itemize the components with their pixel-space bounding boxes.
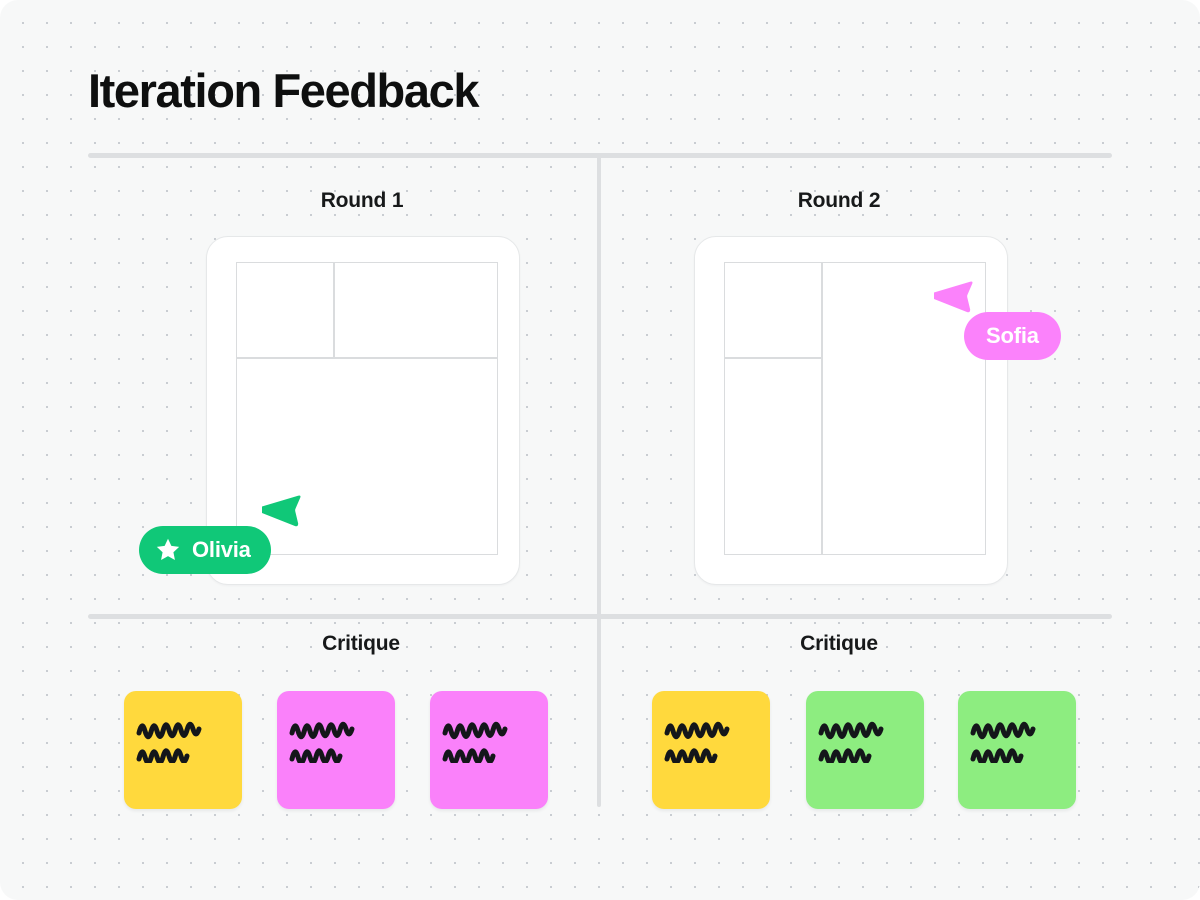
wireframe-divider-horizontal	[237, 357, 497, 359]
cursor-pointer-sofia	[934, 275, 980, 321]
star-icon	[155, 537, 181, 563]
wireframe-divider-vertical	[333, 263, 335, 357]
sticky-note[interactable]	[806, 691, 924, 809]
column-heading-critique-2: Critique	[800, 632, 878, 655]
scribble-text-icon	[136, 711, 222, 763]
cursor-pointer-olivia	[262, 489, 308, 535]
divider-vertical	[597, 155, 601, 807]
sticky-note[interactable]	[652, 691, 770, 809]
page-title: Iteration Feedback	[88, 64, 479, 117]
wireframe-divider-horizontal	[725, 357, 821, 359]
cursor-label-text: Olivia	[192, 537, 251, 562]
column-heading-critique-1: Critique	[322, 632, 400, 655]
cursor-label-text: Sofia	[986, 323, 1039, 348]
wireframe-frame	[724, 262, 986, 555]
scribble-text-icon	[664, 711, 750, 763]
divider-middle	[88, 614, 1112, 619]
scribble-text-icon	[818, 711, 904, 763]
column-heading-round-1: Round 1	[320, 189, 404, 212]
wireframe-divider-vertical	[821, 263, 823, 554]
sticky-note[interactable]	[124, 691, 242, 809]
cursor-label-olivia[interactable]: Olivia	[139, 526, 271, 574]
sticky-note[interactable]	[277, 691, 395, 809]
scribble-text-icon	[442, 711, 528, 763]
column-heading-round-2: Round 2	[797, 189, 881, 212]
sticky-note[interactable]	[958, 691, 1076, 809]
cursor-label-sofia[interactable]: Sofia	[964, 312, 1061, 360]
sticky-note[interactable]	[430, 691, 548, 809]
scribble-text-icon	[970, 711, 1056, 763]
scribble-text-icon	[289, 711, 375, 763]
